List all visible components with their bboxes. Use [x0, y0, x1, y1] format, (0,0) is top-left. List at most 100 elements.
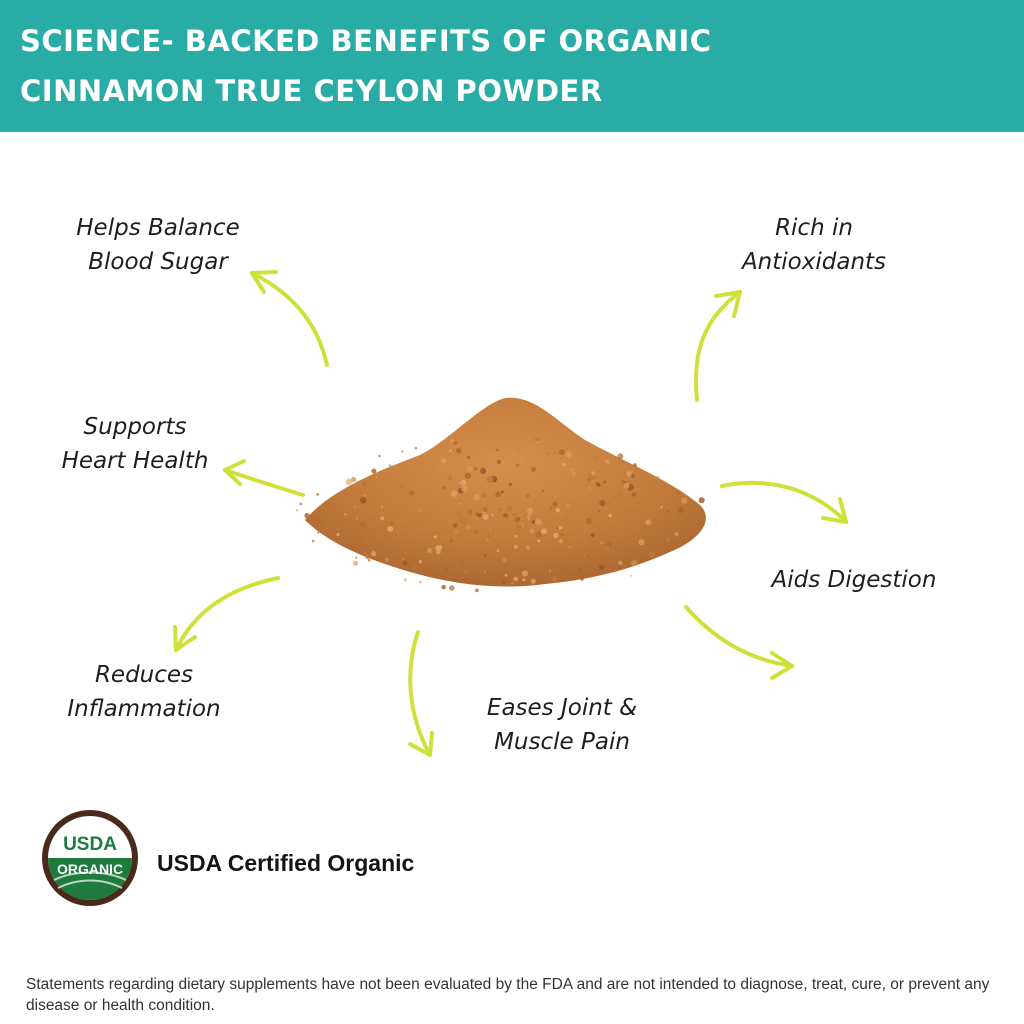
powder-grain [621, 479, 624, 482]
powder-grain [414, 446, 418, 450]
benefit-blood-sugar-line2: Blood Sugar [88, 249, 228, 275]
powder-grain [588, 487, 591, 490]
benefit-inflammation-line2: Inflammation [67, 696, 221, 722]
powder-grain [380, 505, 383, 508]
powder-grain [598, 510, 601, 513]
powder-grain [676, 490, 681, 495]
powder-grain [535, 519, 542, 526]
powder-grain [442, 486, 446, 490]
powder-grain [677, 506, 684, 514]
powder-grain [402, 560, 408, 566]
powder-grain [482, 513, 489, 520]
title-line-1: SCIENCE- BACKED BENEFITS OF ORGANIC [20, 24, 712, 58]
powder-grain [566, 500, 570, 504]
benefit-heart-health-line1: Supports [83, 414, 187, 440]
powder-grain [480, 467, 487, 475]
powder-grain [585, 518, 592, 525]
powder-grain [446, 568, 449, 571]
powder-grain [563, 569, 567, 573]
powder-grain [606, 541, 612, 548]
powder-grain [665, 537, 670, 542]
powder-grain [480, 500, 482, 503]
benefit-inflammation: Reduces Inflammation [44, 658, 244, 726]
powder-grain [378, 455, 381, 458]
powder-grain [656, 476, 659, 479]
powder-grain [450, 490, 458, 497]
powder-grain [344, 513, 347, 516]
benefit-heart-health: Supports Heart Health [35, 410, 235, 478]
powder-grain [617, 453, 624, 460]
powder-grain [403, 578, 408, 582]
powder-grain [441, 458, 447, 464]
powder-grain [549, 570, 552, 573]
powder-grain [510, 582, 514, 585]
powder-grain [496, 549, 500, 553]
powder-grain [311, 539, 315, 543]
powder-grain [317, 531, 320, 534]
benefit-antioxidants-line2: Antioxidants [741, 249, 887, 275]
powder-grain [457, 481, 460, 485]
powder-grain [499, 507, 503, 511]
powder-grain [448, 476, 453, 481]
powder-grain [537, 539, 541, 543]
arrowhead-digestion [821, 497, 848, 524]
powder-grain [367, 558, 371, 562]
powder-grain [473, 529, 479, 535]
powder-grain [467, 466, 473, 472]
powder-grain [436, 549, 441, 555]
powder-grain [388, 464, 392, 467]
powder-grain [530, 466, 537, 472]
powder-grain [513, 544, 518, 549]
powder-grain [486, 468, 489, 472]
powder-grain [401, 558, 404, 561]
powder-grain [505, 564, 508, 567]
powder-grain [521, 570, 529, 577]
powder-grain [526, 494, 530, 498]
powder-grain [590, 533, 595, 538]
powder-grain [564, 515, 569, 519]
powder-grain [595, 481, 598, 484]
seal-organic-text: ORGANIC [57, 861, 123, 877]
benefit-joint-pain: Eases Joint & Muscle Pain [452, 691, 672, 759]
powder-grain [580, 527, 583, 530]
powder-grain [514, 534, 518, 538]
powder-grain [512, 453, 516, 456]
powder-grain [591, 480, 594, 483]
benefit-heart-health-line2: Heart Health [61, 448, 209, 474]
powder-grain [426, 548, 432, 553]
powder-grain [596, 482, 601, 487]
powder-grain [553, 451, 556, 454]
powder-grain [455, 531, 463, 538]
powder-grain [409, 490, 414, 496]
powder-grain [390, 521, 395, 525]
arrow-to-blood-sugar [250, 271, 329, 367]
powder-grain [502, 558, 507, 563]
powder-grain [592, 456, 598, 462]
powder-grain [487, 535, 491, 538]
powder-grain [537, 440, 540, 443]
powder-grain [552, 438, 555, 441]
powder-grain [419, 580, 422, 584]
usda-organic-seal: USDA ORGANIC [42, 810, 138, 906]
powder-grain [534, 437, 540, 442]
powder-grain [558, 484, 561, 486]
powder-grain [623, 482, 630, 489]
powder-grain [319, 521, 322, 525]
title-line-2: CINNAMON TRUE CEYLON POWDER [20, 74, 603, 108]
powder-grain [504, 573, 508, 577]
powder-grain [553, 532, 559, 539]
powder-grain [464, 472, 471, 479]
powder-grain [587, 477, 592, 482]
arrowhead-blood-sugar [250, 270, 278, 294]
powder-grain [611, 537, 614, 540]
powder-grain [633, 463, 637, 467]
powder-grain [477, 513, 483, 518]
powder-grain [626, 471, 632, 477]
powder-grain [566, 504, 570, 508]
powder-grain [495, 448, 499, 452]
powder-grain [399, 485, 404, 489]
powder-grain [516, 524, 523, 531]
powder-grain [552, 501, 558, 507]
powder-grain [468, 509, 473, 514]
powder-grain [449, 538, 453, 543]
